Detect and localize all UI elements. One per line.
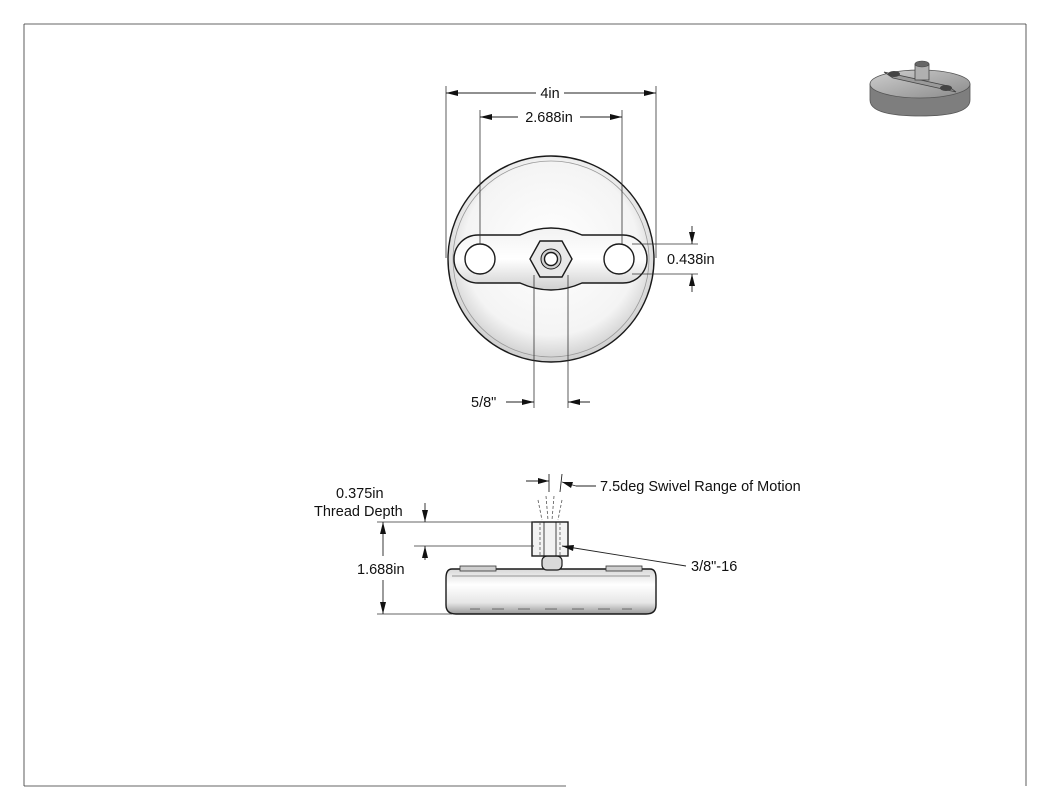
top-view-dimensions: 4in 2.688in 0.438in 5/8" xyxy=(445,86,715,411)
mounting-hole-left xyxy=(464,243,496,275)
nut-thread-inner xyxy=(543,251,559,267)
sheet-border xyxy=(23,23,1027,787)
side-view-dimensions: 7.5deg Swivel Range of Motion 0.375in Th… xyxy=(314,473,801,615)
dim-overall-diameter: 4in xyxy=(540,86,559,102)
side-view xyxy=(445,495,657,615)
dim-overall-height: 1.688in xyxy=(357,562,405,578)
dim-hole-spacing: 2.688in xyxy=(525,110,573,126)
swivel-ball xyxy=(541,555,563,571)
base-disc-inner-edge xyxy=(452,160,650,358)
dim-hole-diameter: 0.438in xyxy=(667,252,715,268)
dim-thread-depth-label: Thread Depth xyxy=(314,504,403,520)
dim-swivel-range: 7.5deg Swivel Range of Motion xyxy=(600,479,801,495)
isometric-preview xyxy=(869,60,971,117)
base-side-profile xyxy=(445,568,657,615)
dim-thread-size: 3/8"-16 xyxy=(691,559,737,575)
dim-nut-width: 5/8" xyxy=(471,395,496,411)
top-view xyxy=(447,155,655,363)
stud-hex-nut xyxy=(531,521,569,557)
dim-thread-depth-value: 0.375in xyxy=(336,486,384,502)
mounting-hole-right xyxy=(603,243,635,275)
